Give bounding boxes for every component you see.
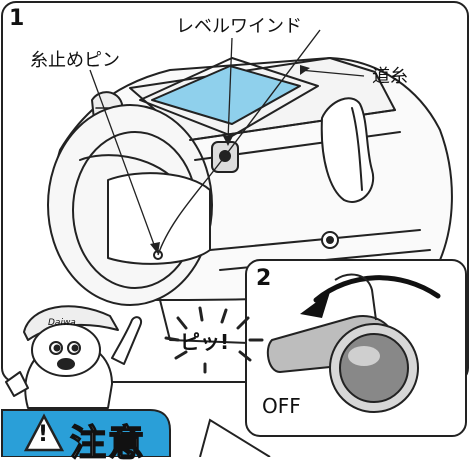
arrow-line [300,65,310,75]
beep-burst [164,306,264,374]
caution-badge [1,409,171,457]
label-level-wind: レベルワインド [176,16,302,37]
caution-label: 注意 [69,422,147,465]
lcd-screen [151,65,301,125]
arrow-stop-pin [150,242,160,254]
leader-lines [89,37,365,251]
arrow-level-wind [223,136,233,146]
warning-exclamation: ! [38,422,49,447]
mascot-cap-text: Daiwa [48,318,76,328]
rotate-arrow-head [300,292,330,318]
step-2-number: 2 [256,266,272,291]
mascot-character [5,305,142,409]
lcd-screen-bezel [139,57,319,137]
beep-label: ピッ! [180,330,230,354]
label-line: 道糸 [372,66,408,87]
off-label: OFF [262,394,301,418]
power-lever [266,273,419,413]
rotate-arrow [313,275,441,303]
fishing-line [157,29,321,256]
step-1-number: 1 [9,6,25,31]
label-stop-pin: 糸止めピン [30,50,120,71]
warning-triangle-icon [23,413,65,452]
caution-balloon-tail [199,418,271,457]
